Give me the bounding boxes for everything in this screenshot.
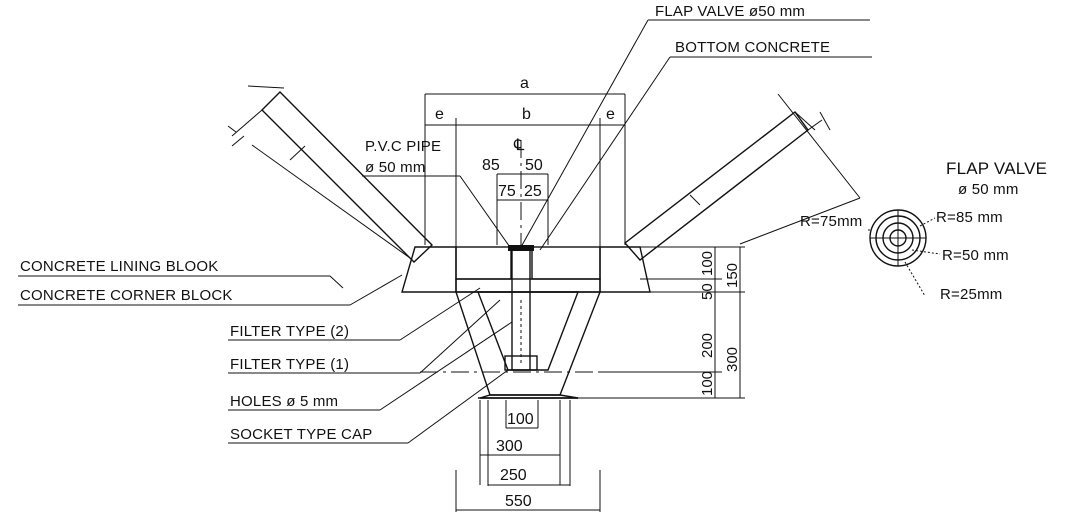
dim-550: 550	[505, 493, 532, 510]
label-filter-1: FILTER TYPE (1)	[230, 356, 349, 373]
dim-a: a	[520, 75, 529, 92]
dim-300: 300	[496, 438, 523, 455]
detail-r25: R=25mm	[940, 286, 1002, 303]
dim-85: 85	[482, 157, 500, 174]
top-dimensions	[424, 93, 626, 247]
label-flap-valve: FLAP VALVE ø50 mm	[655, 3, 805, 20]
label-pvc-pipe: P.V.C PIPE	[365, 138, 441, 155]
left-lining-slab	[227, 85, 434, 263]
detail-r85: R=85 mm	[936, 209, 1003, 226]
dim-b: b	[522, 106, 531, 123]
dim-v-200: 200	[699, 333, 716, 358]
dim-v-50: 50	[699, 283, 716, 300]
label-filter-2: FILTER TYPE (2)	[230, 323, 349, 340]
dim-v-150: 150	[724, 263, 741, 288]
detail-r50: R=50 mm	[942, 247, 1009, 264]
label-bottom-concrete: BOTTOM CONCRETE	[675, 39, 830, 56]
dim-v-100: 100	[699, 251, 716, 276]
label-corner-block: CONCRETE CORNER BLOCK	[20, 287, 233, 304]
right-lining-slab	[623, 93, 861, 261]
dim-75: 75	[498, 183, 516, 200]
leader-lines	[18, 19, 872, 444]
dim-100-base: 100	[507, 411, 534, 428]
left-corner-block	[401, 246, 457, 293]
label-socket-cap: SOCKET TYPE CAP	[230, 426, 373, 443]
dim-v-100b: 100	[699, 371, 716, 396]
bottom-dimensions	[455, 400, 601, 512]
label-holes: HOLES ø 5 mm	[230, 393, 338, 410]
detail-r75: R=75mm	[800, 213, 862, 230]
dim-e-left: e	[435, 106, 444, 123]
socket-body	[455, 291, 602, 399]
flap-valve-detail	[868, 209, 941, 297]
dim-e-right: e	[606, 106, 615, 123]
dim-centerline: ℄	[513, 137, 525, 154]
vertical-dimensions	[578, 246, 745, 399]
dim-50: 50	[525, 157, 543, 174]
left-top-block	[455, 246, 512, 280]
dim-25: 25	[524, 183, 542, 200]
label-lining-block: CONCRETE LINING BLOOK	[20, 258, 218, 275]
dim-250: 250	[500, 467, 527, 484]
right-corner-block	[599, 246, 651, 293]
dim-v-300: 300	[724, 347, 741, 372]
label-pvc-pipe-dia: ø 50 mm	[365, 159, 426, 176]
right-top-block	[531, 246, 601, 280]
detail-title: FLAP VALVE	[946, 159, 1047, 178]
detail-diameter: ø 50 mm	[958, 181, 1019, 198]
